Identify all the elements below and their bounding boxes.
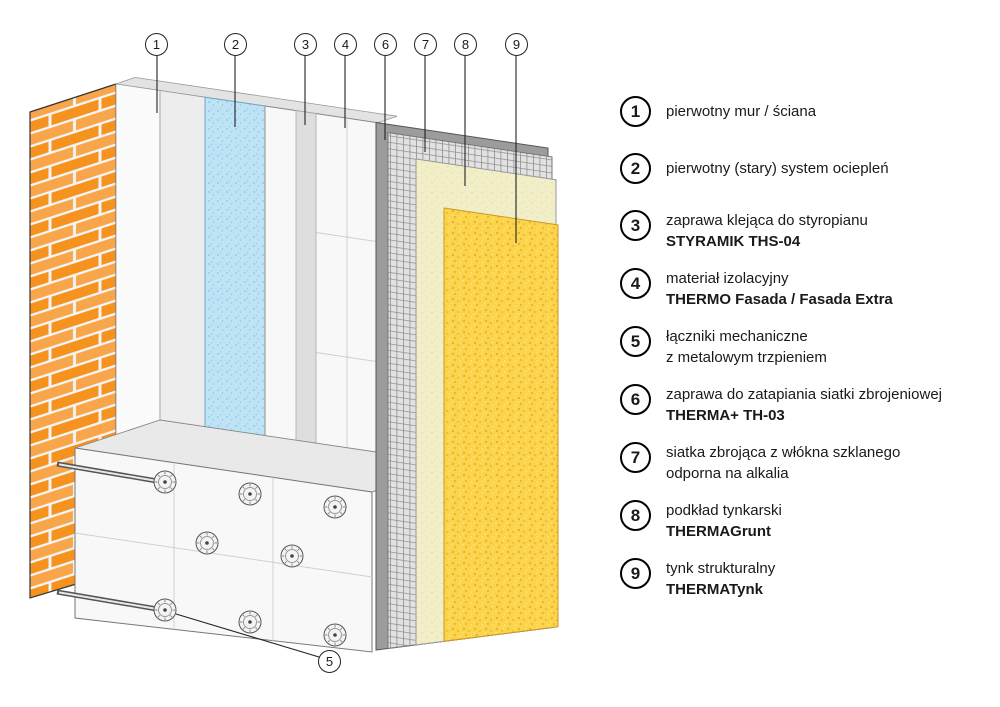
legend: 1 pierwotny mur / ściana 2 pierwotny (st…: [620, 96, 992, 616]
legend-number: 9: [630, 563, 641, 583]
callout-4: 4: [334, 33, 357, 56]
legend-line2: THERMAGrunt: [666, 523, 771, 540]
legend-number-badge: 5: [620, 326, 651, 357]
legend-number: 8: [630, 505, 641, 525]
legend-item-5: 5 łączniki mechaniczne z metalowym trzpi…: [620, 326, 992, 368]
callout-1: 1: [145, 33, 168, 56]
legend-number: 3: [630, 215, 641, 235]
fastener-dowel: [195, 531, 219, 555]
legend-line2: THERMO Fasada / Fasada Extra: [666, 291, 893, 308]
legend-number: 2: [630, 158, 641, 178]
legend-number: 1: [630, 101, 641, 121]
leader-line-5: [175, 613, 320, 658]
fastener-dowel: [238, 610, 262, 634]
legend-line2: THERMATynk: [666, 581, 763, 598]
insulation-boards-layer: [264, 105, 379, 482]
legend-line2: odporna na alkalia: [666, 465, 789, 482]
fastener-pin: [56, 461, 158, 484]
wall-surface-layer: [115, 83, 161, 449]
legend-number-badge: 8: [620, 500, 651, 531]
legend-line2: STYRAMIK THS-04: [666, 233, 801, 250]
legend-item-7: 7 siatka zbrojąca z włókna szklanego odp…: [620, 442, 992, 484]
legend-line1: zaprawa klejąca do styropianu: [666, 212, 868, 229]
legend-line1: tynk strukturalny: [666, 560, 776, 577]
callout-7: 7: [414, 33, 437, 56]
callout-6: 6: [374, 33, 397, 56]
legend-line1: zaprawa do zatapiania siatki zbrojeniowe…: [666, 386, 942, 403]
fastener-pin: [56, 589, 158, 612]
callout-3: 3: [294, 33, 317, 56]
legend-line1: łączniki mechaniczne: [666, 328, 808, 345]
legend-line1: materiał izolacyjny: [666, 270, 789, 287]
board-joint-line: [315, 232, 379, 243]
callout-label: 4: [341, 37, 350, 52]
callout-label: 9: [512, 37, 521, 52]
plaster-layer: [443, 207, 559, 642]
fastener-dowel: [153, 470, 177, 494]
legend-item-4: 4 materiał izolacyjny THERMO Fasada / Fa…: [620, 268, 992, 310]
callout-label: 3: [301, 37, 310, 52]
legend-number-badge: 3: [620, 210, 651, 241]
legend-line2: z metalowym trzpieniem: [666, 349, 827, 366]
legend-number: 6: [630, 389, 641, 409]
adhesive-band: [295, 110, 317, 472]
callout-label: 7: [421, 37, 430, 52]
legend-line1: siatka zbrojąca z włókna szklanego: [666, 444, 901, 461]
board-joint-line: [315, 352, 379, 363]
legend-number-badge: 7: [620, 442, 651, 473]
legend-number: 7: [630, 447, 641, 467]
fastener-dowel: [280, 544, 304, 568]
fastener-dowel: [323, 495, 347, 519]
legend-number-badge: 4: [620, 268, 651, 299]
callout-label: 1: [152, 37, 161, 52]
legend-item-9: 9 tynk strukturalny THERMATynk: [620, 558, 992, 600]
legend-line1: podkład tynkarski: [666, 502, 782, 519]
legend-item-1: 1 pierwotny mur / ściana: [620, 96, 992, 127]
legend-item-2: 2 pierwotny (stary) system ociepleń: [620, 153, 992, 184]
legend-item-3: 3 zaprawa klejąca do styropianu STYRAMIK…: [620, 210, 992, 252]
fastener-dowel: [323, 623, 347, 647]
callout-5: 5: [318, 650, 341, 673]
old-system-backing-layer: [159, 90, 206, 456]
callout-label: 8: [461, 37, 470, 52]
board-joint-line: [74, 532, 373, 578]
callout-label: 6: [381, 37, 390, 52]
legend-number-badge: 2: [620, 153, 651, 184]
legend-number: 5: [630, 331, 641, 351]
legend-line1: pierwotny mur / ściana: [666, 103, 817, 120]
legend-line1: pierwotny (stary) system ociepleń: [666, 160, 889, 177]
callout-label: 5: [325, 654, 334, 669]
legend-item-6: 6 zaprawa do zatapiania siatki zbrojenio…: [620, 384, 992, 426]
old-insulation-layer: [204, 96, 266, 465]
legend-number-badge: 6: [620, 384, 651, 415]
callout-9: 9: [505, 33, 528, 56]
legend-number: 4: [630, 273, 641, 293]
legend-number-badge: 9: [620, 558, 651, 589]
callout-label: 2: [231, 37, 240, 52]
callout-8: 8: [454, 33, 477, 56]
wall-system-diagram: [29, 56, 559, 658]
callout-2: 2: [224, 33, 247, 56]
legend-line2: THERMA+ TH-03: [666, 407, 785, 424]
legend-item-8: 8 podkład tynkarski THERMAGrunt: [620, 500, 992, 542]
legend-number-badge: 1: [620, 96, 651, 127]
fastener-dowel: [153, 598, 177, 622]
fastener-dowel: [238, 482, 262, 506]
